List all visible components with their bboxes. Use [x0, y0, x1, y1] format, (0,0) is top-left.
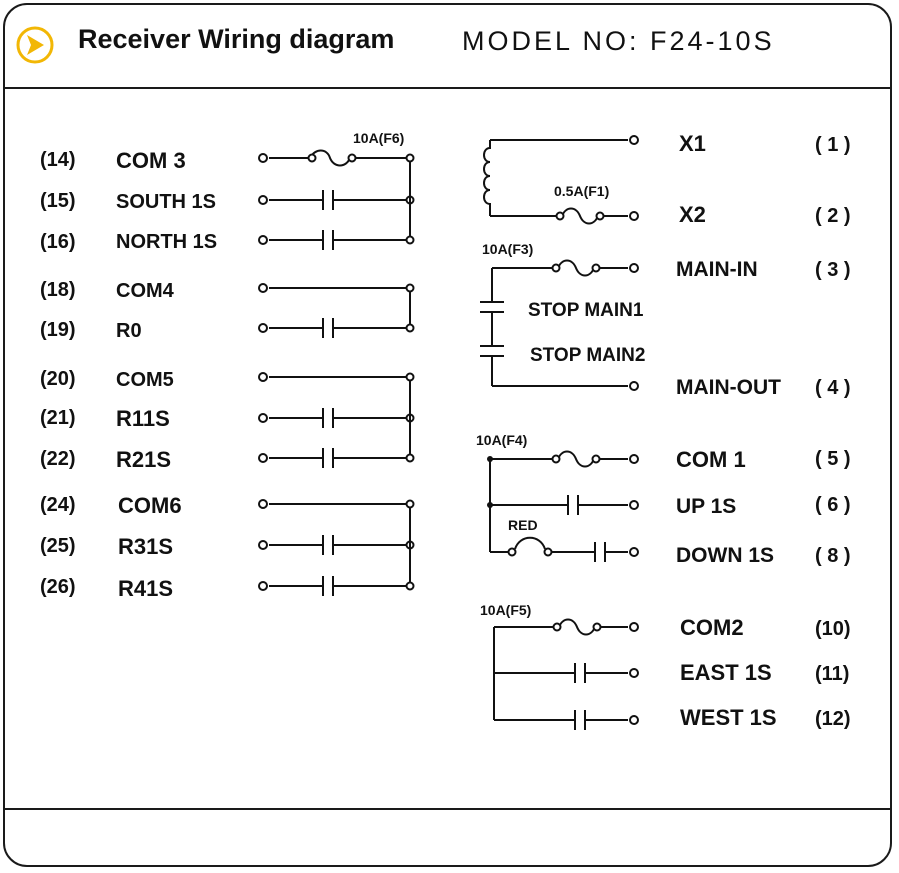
circuit-com1: 10A(F4) RED [476, 432, 639, 562]
terminal-number: ( 6 ) [815, 494, 851, 516]
fuse-label-f6: 10A(F6) [353, 130, 404, 146]
terminal-label: R0 [116, 320, 142, 342]
fuse-label-f4: 10A(F4) [476, 432, 527, 448]
terminal-number: (16) [40, 231, 76, 253]
terminal-label: COM4 [116, 280, 175, 302]
terminal-number: (14) [40, 149, 76, 171]
terminal-label: COM2 [680, 615, 744, 640]
fuse-label-f1: 0.5A(F1) [554, 183, 609, 199]
circuit-com2: 10A(F5) [480, 602, 639, 730]
terminal-number: ( 2 ) [815, 205, 851, 227]
terminal-label: R21S [116, 447, 171, 472]
terminal-number: (11) [815, 663, 849, 685]
terminal-number: ( 1 ) [815, 134, 851, 156]
terminal-number: ( 4 ) [815, 377, 851, 399]
terminal-label: EAST 1S [680, 660, 772, 685]
circuit-main: 10A(F3) STOP MAIN1 STOP MAIN2 [480, 241, 645, 391]
terminal-label: R31S [118, 534, 173, 559]
stop-main1-label: STOP MAIN1 [528, 300, 644, 321]
terminal-number: (25) [40, 535, 76, 557]
left-terminal-labels: (14) COM 3 (15) SOUTH 1S (16) NORTH 1S (… [40, 148, 217, 601]
right-terminal-labels: X1 ( 1 ) X2 ( 2 ) MAIN-IN ( 3 ) MAIN-OUT… [676, 131, 851, 730]
terminal-label: X1 [679, 131, 706, 156]
terminal-number: (21) [40, 407, 76, 429]
terminal-label: R11S [116, 406, 170, 431]
terminal-number: (15) [40, 190, 76, 212]
terminal-number: (19) [40, 319, 76, 341]
terminal-number: (20) [40, 368, 76, 390]
terminal-number: (10) [815, 618, 851, 640]
terminal-number: ( 5 ) [815, 448, 851, 470]
terminal-label: COM 3 [116, 148, 186, 173]
terminal-number: (22) [40, 448, 76, 470]
terminal-label: COM6 [118, 493, 182, 518]
terminal-label: MAIN-IN [676, 258, 758, 281]
terminal-number: (18) [40, 279, 76, 301]
page-title: Receiver Wiring diagram [78, 24, 395, 54]
chevron-right-icon [16, 26, 54, 64]
terminal-label: COM 1 [676, 447, 746, 472]
terminal-number: ( 8 ) [815, 545, 851, 567]
terminal-number: (24) [40, 494, 76, 516]
diagram-frame [3, 3, 892, 867]
terminal-label: DOWN 1S [676, 544, 774, 567]
circuit-com3: 10A(F6) [258, 130, 415, 250]
terminal-number: ( 3 ) [815, 259, 851, 281]
red-label: RED [508, 517, 538, 533]
footer-divider [3, 808, 892, 810]
circuit-com6 [258, 499, 415, 596]
circuit-com5 [258, 372, 415, 468]
circuit-transformer: 0.5A(F1) [483, 135, 639, 225]
terminal-label: NORTH 1S [116, 231, 217, 253]
fuse-label-f3: 10A(F3) [482, 241, 533, 257]
terminal-label: UP 1S [676, 495, 736, 518]
terminal-label: X2 [679, 202, 706, 227]
terminal-label: SOUTH 1S [116, 191, 216, 213]
terminal-number: (26) [40, 576, 76, 598]
terminal-label: R41S [118, 576, 173, 601]
stop-main2-label: STOP MAIN2 [530, 345, 645, 366]
model-number: MODEL NO: F24-10S [462, 26, 775, 56]
fuse-label-f5: 10A(F5) [480, 602, 531, 618]
terminal-label: COM5 [116, 369, 174, 391]
circuit-com4 [258, 283, 415, 338]
terminal-label: MAIN-OUT [676, 376, 781, 399]
terminal-number: (12) [815, 708, 851, 730]
header-divider [3, 87, 892, 89]
terminal-label: WEST 1S [680, 705, 777, 730]
